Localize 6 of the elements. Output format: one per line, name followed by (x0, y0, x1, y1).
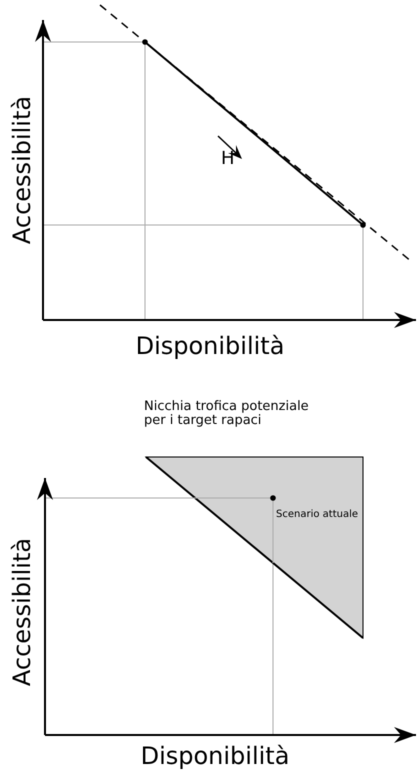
axis-label: Accessibilità (10, 538, 34, 686)
axis-label: Accessibilità (10, 96, 34, 244)
point-label: Scenario attuale (276, 510, 358, 520)
axis-label: Disponibilità (140, 744, 290, 768)
axis-label: Disponibilità (136, 334, 284, 358)
region-label: Nicchia trofica potenziale per i target rapaci (144, 400, 310, 428)
